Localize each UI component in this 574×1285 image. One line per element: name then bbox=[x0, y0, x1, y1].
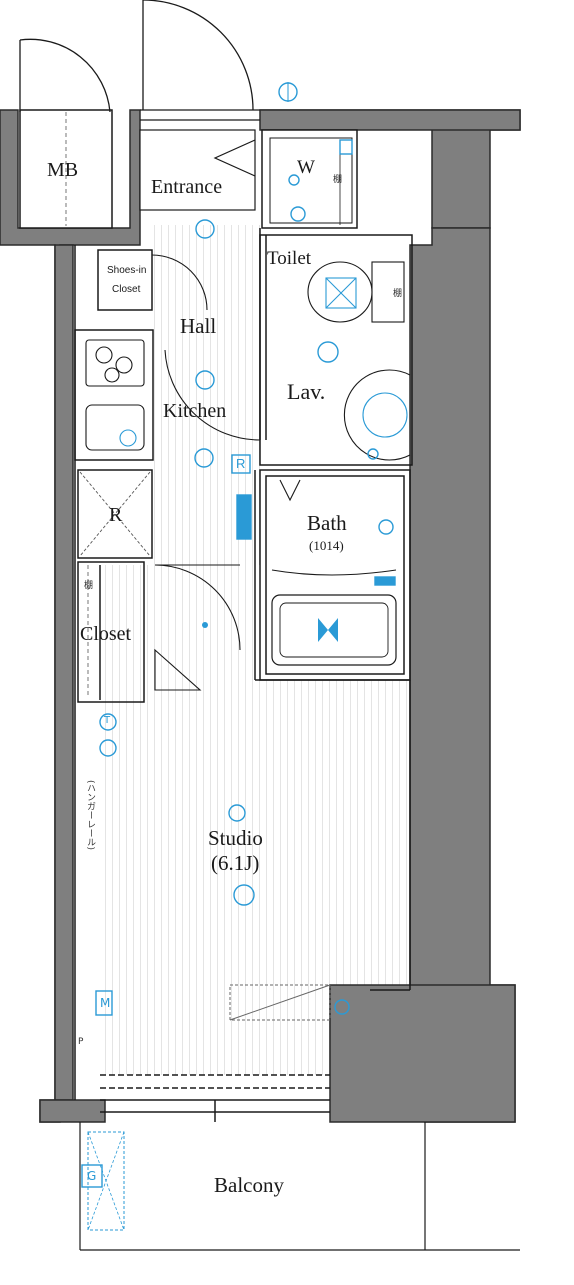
meter-label: M bbox=[100, 996, 111, 1010]
toilet-shelf-label: 棚 bbox=[393, 289, 403, 299]
balcony-hatch bbox=[87, 1131, 125, 1231]
mb-label: MB bbox=[47, 159, 79, 181]
balcony-label: Balcony bbox=[214, 1173, 284, 1197]
refrigerator-cross bbox=[79, 471, 151, 557]
lavatory-basin bbox=[343, 369, 411, 461]
studio-size-label: (6.1J) bbox=[211, 851, 260, 875]
hanger-rail-label: (ハンガーレール) bbox=[85, 780, 95, 851]
toilet-label: Toilet bbox=[267, 248, 312, 269]
phone-label: T bbox=[104, 715, 111, 726]
kitchen-fixtures bbox=[85, 339, 145, 451]
closet-storage bbox=[229, 984, 331, 1021]
entrance-area bbox=[139, 129, 256, 211]
studio-floor-right bbox=[255, 680, 410, 980]
bath-label: Bath bbox=[307, 511, 347, 535]
gas-label: G bbox=[87, 1169, 97, 1183]
interior-walls bbox=[74, 228, 413, 1122]
entrance-label: Entrance bbox=[151, 176, 223, 198]
shoes-in-closet-label-2: Closet bbox=[112, 284, 141, 295]
studio-label: Studio bbox=[208, 826, 263, 850]
bath-size-label: (1014) bbox=[309, 538, 344, 553]
shoes-in-closet-label-1: Shoes-in bbox=[107, 265, 147, 276]
kitchen-label: Kitchen bbox=[163, 400, 227, 422]
refrigerator-label: R bbox=[109, 504, 123, 526]
closet-label: Closet bbox=[80, 623, 132, 645]
hall-label: Hall bbox=[180, 314, 217, 338]
electrical-fixtures bbox=[81, 82, 396, 1188]
balcony-rail bbox=[79, 1122, 520, 1251]
p-mark-label: P bbox=[78, 1037, 84, 1047]
refrigerator-alt-label: R bbox=[236, 456, 246, 471]
interior-doors bbox=[151, 254, 301, 691]
toilet-fixture bbox=[307, 261, 405, 323]
washer-label: W bbox=[297, 157, 315, 178]
lav-label: Lav. bbox=[287, 379, 326, 404]
washer-shelf-label: 棚 bbox=[333, 175, 343, 185]
shelf-label: 棚 bbox=[84, 581, 94, 591]
washer-room bbox=[261, 129, 358, 229]
entrance-doors bbox=[19, 0, 260, 121]
